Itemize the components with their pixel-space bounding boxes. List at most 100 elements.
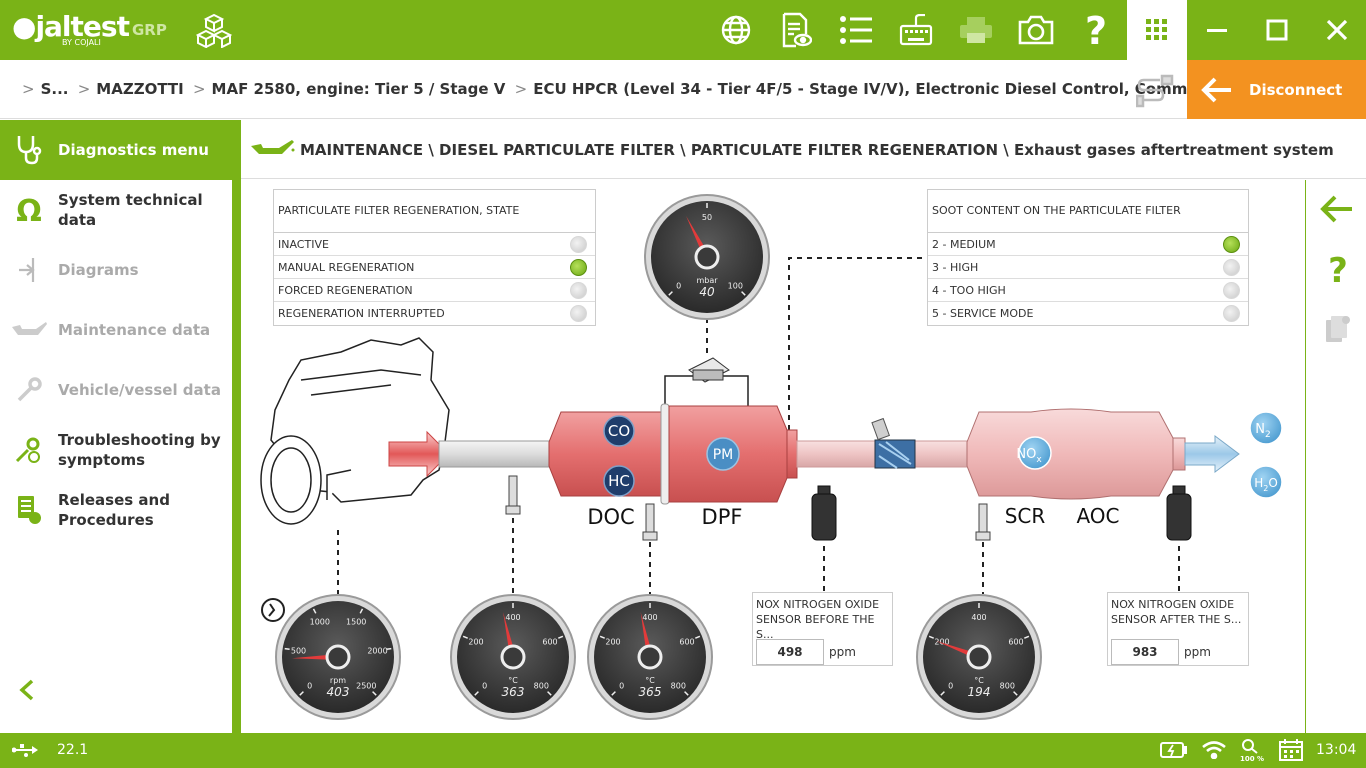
n2-badge: [1249, 411, 1283, 445]
nox-before-value: 498: [756, 639, 824, 665]
sidebar-item-vehicle-vessel-data[interactable]: Vehicle/vessel data: [0, 360, 232, 420]
collapse-sidebar-icon[interactable]: [18, 678, 36, 706]
gauge-tick-label: 0: [619, 681, 624, 690]
gauge-value: 194: [968, 685, 991, 699]
breadcrumb-item[interactable]: MAF 2580, engine: Tier 5 / Stage V: [211, 80, 506, 98]
status-led: [1223, 305, 1240, 322]
path-bar: MAINTENANCE \ DIESEL PARTICULATE FILTER …: [241, 120, 1366, 179]
scr-aoc-catalyst: [966, 408, 1186, 500]
nox-after-value: 983: [1111, 639, 1179, 665]
regeneration-state-panel: PARTICULATE FILTER REGENERATION, STATE I…: [273, 189, 596, 326]
wifi-icon: [1201, 739, 1227, 763]
nox-label: NOx: [1016, 447, 1042, 465]
list-item: 5 - SERVICE MODE: [928, 302, 1248, 325]
report-icon[interactable]: [1324, 314, 1352, 350]
document-eye-icon[interactable]: [774, 8, 818, 52]
oil-can-icon: [249, 138, 295, 164]
gauge-unit: °C: [974, 676, 984, 685]
close-icon[interactable]: [1307, 0, 1366, 60]
gauge-tick: [1024, 635, 1030, 639]
list-item: MANUAL REGENERATION: [274, 256, 595, 279]
back-arrow-icon[interactable]: [1320, 194, 1354, 228]
gauge-tick-label: 800: [1000, 681, 1015, 690]
zoom-icon: [1240, 738, 1260, 758]
product-label: GRP: [132, 21, 167, 39]
keyboard-icon[interactable]: [894, 8, 938, 52]
breadcrumb-item[interactable]: MAZZOTTI: [96, 80, 184, 98]
temperature-probe: [505, 475, 521, 515]
releases-icon: [0, 494, 58, 526]
gauge-tick: [462, 635, 468, 639]
n2-label: N2: [1255, 422, 1270, 440]
arrow-left-icon: [1201, 77, 1231, 102]
gauge-tick-label: 600: [542, 638, 557, 647]
gauge-tick: [558, 635, 564, 639]
doc-catalyst: [548, 403, 670, 505]
connector-icon: [1135, 74, 1176, 112]
engine-illustration: [260, 337, 450, 525]
version-label: 22.1: [57, 742, 89, 758]
maximize-icon[interactable]: [1247, 0, 1307, 60]
stethoscope-icon: [0, 134, 58, 166]
gauge-hub: [694, 244, 720, 270]
cubes-icon: [192, 8, 236, 52]
gauge-tick-label: 50: [702, 213, 712, 222]
gauge-tick: [599, 635, 605, 639]
oil-can-icon: [0, 319, 58, 341]
pressure-sensor: [688, 357, 730, 383]
gauge-tick: [284, 647, 290, 651]
help-icon[interactable]: ?: [1074, 8, 1118, 52]
co-label: CO: [608, 422, 630, 440]
gauge-tick-label: 400: [505, 613, 520, 622]
sidebar-divider: [232, 120, 241, 733]
gauge-tick: [668, 291, 673, 296]
pm-label: PM: [713, 447, 734, 463]
gauge-tick: [741, 291, 746, 296]
sidebar-item-diagnostics-menu[interactable]: Diagnostics menu: [0, 120, 232, 180]
doc-label: DOC: [587, 505, 634, 529]
globe-icon[interactable]: [714, 8, 758, 52]
dpf-label: DPF: [702, 505, 743, 529]
inlet-pipe: [438, 440, 552, 468]
hc-label: HC: [608, 472, 630, 490]
gauge-unit: mbar: [696, 276, 718, 285]
sidebar-item-maintenance-data[interactable]: Maintenance data: [0, 300, 232, 360]
breadcrumb-item[interactable]: S...: [40, 80, 69, 98]
gauge-tick: [695, 635, 701, 639]
gauge-unit: °C: [508, 676, 518, 685]
gauge-tick-label: 2500: [356, 681, 376, 690]
temperature-probe: [642, 503, 658, 541]
status-led: [570, 305, 587, 322]
grid-icon[interactable]: [1127, 0, 1187, 60]
gauge-tick: [684, 691, 689, 696]
gauge-tick: [359, 608, 364, 614]
gauge-tick-label: 0: [676, 281, 681, 290]
camera-icon[interactable]: [1014, 8, 1058, 52]
h2o-label: H2O: [1254, 476, 1278, 493]
gauge-unit: rpm: [330, 676, 346, 685]
temperature-probe: [975, 503, 991, 541]
title-bar: ●jaltest BY COJALI GRP ?: [0, 0, 1366, 60]
list-icon[interactable]: [834, 8, 878, 52]
nox-sensor-before: [811, 485, 837, 541]
sidebar-item-diagrams[interactable]: Diagrams: [0, 240, 232, 300]
connection-lines: [337, 257, 1180, 594]
list-item: 2 - MEDIUM: [928, 233, 1248, 256]
minimize-icon[interactable]: [1187, 0, 1247, 60]
printer-icon[interactable]: [954, 8, 998, 52]
help-icon[interactable]: ?: [1326, 251, 1350, 291]
gauge-tick-label: 400: [642, 613, 657, 622]
aoc-label: AOC: [1076, 504, 1119, 528]
gauge-tick: [474, 691, 479, 696]
gauge-tick-label: 1000: [310, 617, 330, 626]
nox-sensor-after: [1166, 485, 1192, 541]
gauge-tick-label: 0: [482, 681, 487, 690]
disconnect-button[interactable]: Disconnect: [1187, 60, 1366, 119]
breadcrumb-item[interactable]: ECU HPCR (Level 34 - Tier 4F/5 - Stage I…: [533, 80, 1246, 98]
